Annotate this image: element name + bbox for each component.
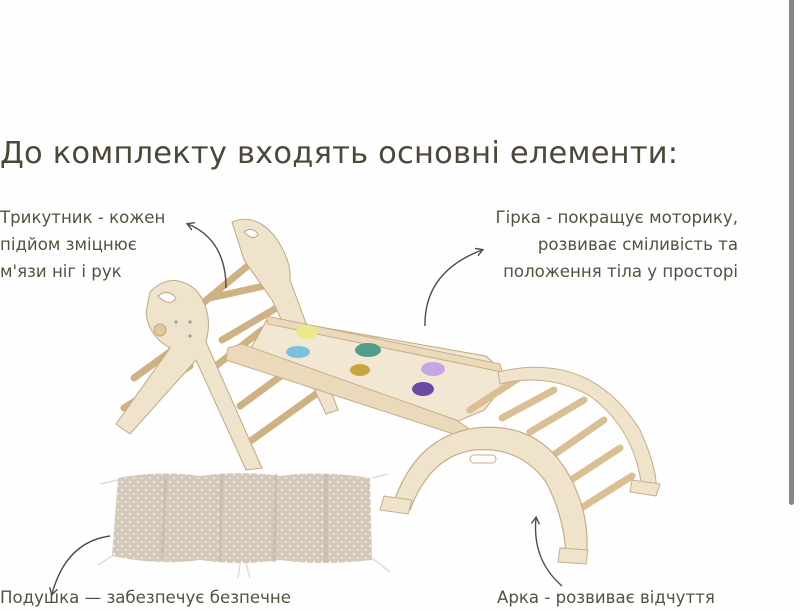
- arch-arrow-icon: [536, 518, 563, 587]
- climbing-stone: [350, 364, 370, 376]
- triangle-label-line: м'язи ніг і рук: [0, 262, 122, 281]
- triangle-label-line: Трикутник - кожен: [0, 208, 166, 227]
- slide-label-line: розвиває сміливість та: [537, 235, 738, 254]
- climbing-stone: [421, 362, 445, 376]
- slide-label-line: Гірка - покращує моторику,: [495, 208, 738, 227]
- slide-arrow-icon: [424, 250, 482, 327]
- triangle-label: Трикутник - кожен підйом зміцнює м'язи н…: [0, 204, 165, 285]
- arch-label-line: Арка - розвиває відчуття: [497, 588, 715, 607]
- climbing-stone: [355, 343, 381, 357]
- climbing-stone: [412, 382, 434, 396]
- climbing-stone: [296, 325, 318, 339]
- scrollbar-thumb[interactable]: [789, 0, 794, 505]
- cushion-label-line: Подушка — забезпечує безпечне: [0, 588, 291, 607]
- slide-label: Гірка - покращує моторику, розвиває сміл…: [496, 204, 738, 285]
- vertical-scrollbar[interactable]: [788, 0, 800, 600]
- section-heading: До комплекту входять основні елементи:: [0, 136, 679, 171]
- slide-image: [225, 315, 511, 437]
- arch-image: [379, 366, 661, 565]
- arch-label: Арка - розвиває відчуття: [497, 584, 715, 611]
- cushion-image: [97, 473, 391, 579]
- triangle-arrow-icon: [188, 224, 227, 289]
- triangle-label-line: підйом зміцнює: [0, 235, 137, 254]
- climbing-stone: [286, 346, 310, 358]
- slide-label-line: положення тіла у просторі: [503, 262, 738, 281]
- cushion-label: Подушка — забезпечує безпечне: [0, 584, 291, 611]
